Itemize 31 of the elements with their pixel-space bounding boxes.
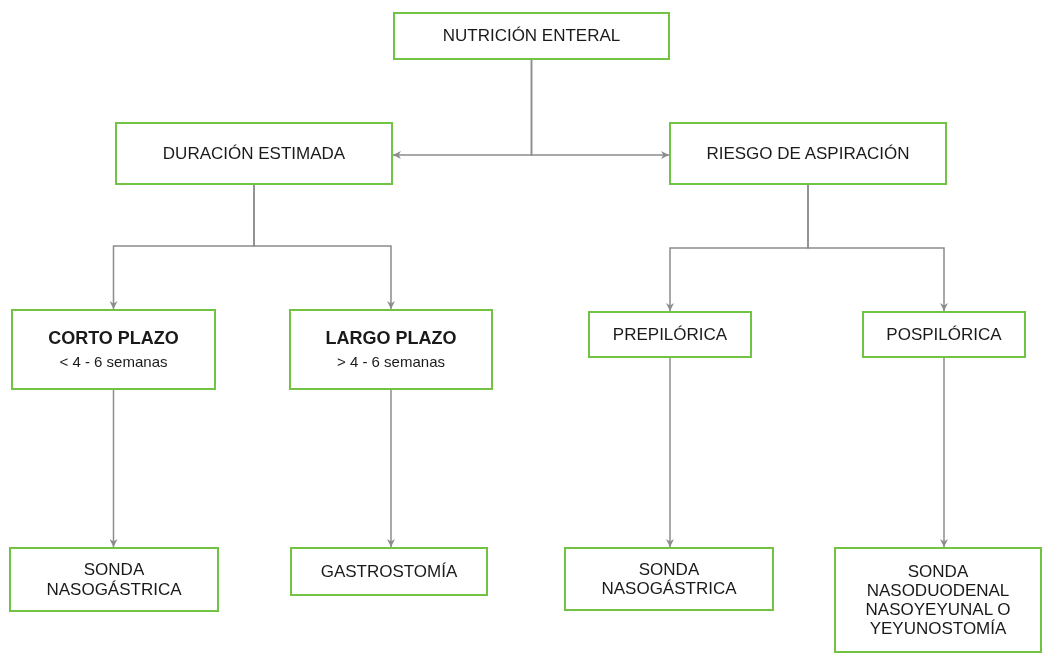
process-box <box>588 311 752 358</box>
arrow <box>807 184 948 312</box>
arrow <box>530 59 670 159</box>
process-box <box>393 12 670 60</box>
process-box <box>9 547 219 612</box>
arrow <box>666 357 674 548</box>
box-label: PREPILÓRICA <box>612 325 728 344</box>
box-label: SONDA NASOGÁSTRICA <box>600 559 738 599</box>
process-box <box>834 547 1042 653</box>
box-heading: LARGO PLAZO <box>325 328 457 349</box>
box-label: SONDA NASOGÁSTRICA <box>45 560 183 599</box>
box-label: POSPILÓRICA <box>886 325 1002 344</box>
process-box <box>289 309 493 390</box>
box-label: > 4 - 6 semanas <box>337 354 445 371</box>
process-box <box>862 311 1026 358</box>
box-label: GASTROSTOMÍA <box>320 562 458 581</box>
box-label: NUTRICIÓN ENTERAL <box>442 26 621 46</box>
arrow <box>253 184 395 310</box>
process-box <box>669 122 947 185</box>
process-box <box>11 309 216 390</box>
box-label: < 4 - 6 semanas <box>59 354 168 371</box>
arrow <box>387 389 395 548</box>
arrow <box>940 357 948 548</box>
process-box <box>290 547 488 596</box>
process-box <box>564 547 774 611</box>
arrow <box>109 389 118 548</box>
box-heading: CORTO PLAZO <box>48 328 179 349</box>
box-label: RIESGO DE ASPIRACIÓN <box>706 144 910 163</box>
box-label: DURACIÓN ESTIMADA <box>162 144 346 163</box>
box-label: SONDA NASODUODENAL NASOYEYUNAL O YEYUNOSTOMÍA <box>864 561 1012 639</box>
process-box <box>115 122 393 185</box>
